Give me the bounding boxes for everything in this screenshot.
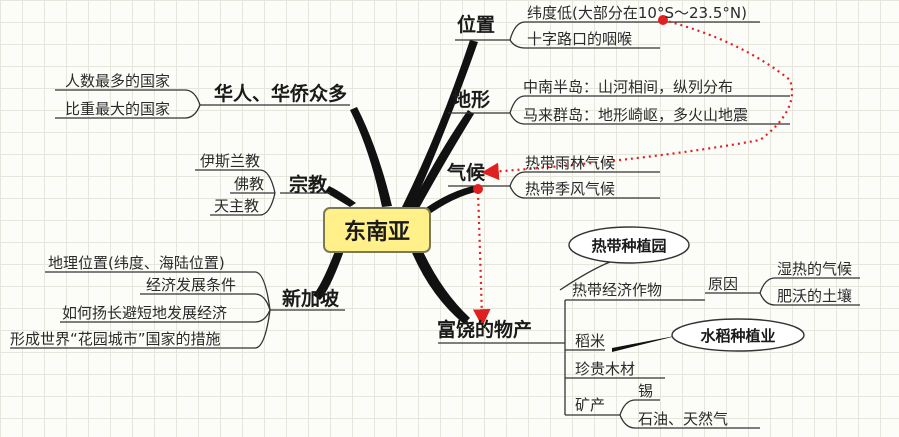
branch-location <box>402 40 478 208</box>
singapore-item-1: 地理位置(纬度、海陆位置) <box>48 254 225 272</box>
branch-title-terrain: 地形 <box>452 89 491 111</box>
terrain-item-2: 马来群岛：地形崎岖，多火山地震 <box>523 106 749 124</box>
climate-arrow <box>481 18 794 181</box>
branch-singapore <box>313 246 345 300</box>
products-arrow <box>472 191 491 327</box>
reason-item-2: 肥沃的土壤 <box>777 287 853 305</box>
singapore-item-3: 如何扬长避短地发展经济 <box>62 304 228 322</box>
minerals-label: 矿产 <box>575 396 606 414</box>
branch-climate <box>420 185 480 218</box>
cash-crops-label: 热带经济作物 <box>572 281 663 299</box>
rice-label: 稻米 <box>575 332 606 350</box>
religion-item-1: 伊斯兰教 <box>200 152 261 170</box>
branch-title-location: 位置 <box>457 14 496 36</box>
branch-title-climate: 气候 <box>447 162 486 184</box>
branch-terrain <box>410 110 474 210</box>
religion-item-3: 天主教 <box>214 197 260 215</box>
branch-chinese <box>350 107 392 207</box>
climate-item-2: 热带季风气候 <box>525 180 616 198</box>
singapore-item-4: 形成世界“花园城市”国家的措施 <box>10 330 221 348</box>
climate-item-1: 热带雨林气候 <box>525 154 616 172</box>
reason-item-1: 湿热的气候 <box>777 260 853 278</box>
singapore-item-2: 经济发展条件 <box>146 276 237 294</box>
branch-religion <box>325 186 356 207</box>
chinese-item-2: 比重最大的国家 <box>65 100 171 118</box>
center-node: 东南亚 <box>323 207 431 253</box>
mineral-item-2: 石油、天然气 <box>638 410 729 428</box>
mineral-item-1: 锡 <box>638 382 654 400</box>
chinese-item-1: 人数最多的国家 <box>65 72 171 90</box>
branch-title-religion: 宗教 <box>289 174 328 196</box>
terrain-item-1: 中南半岛：山河相间，纵列分布 <box>523 78 734 96</box>
branch-products <box>410 245 470 324</box>
branch-title-chinese: 华人、华侨众多 <box>214 83 348 105</box>
location-item-2: 十字路口的咽喉 <box>527 30 633 48</box>
reason-label: 原因 <box>708 275 739 293</box>
rice-bubble: 水稻种植业 <box>700 326 776 345</box>
religion-item-2: 佛教 <box>234 175 265 193</box>
branch-title-products: 富饶的物产 <box>437 319 533 341</box>
timber-label: 珍贵木材 <box>575 360 636 378</box>
plantation-bubble: 热带种植园 <box>591 236 667 255</box>
branch-title-singapore: 新加坡 <box>282 288 340 310</box>
location-item-1: 纬度低(大部分在10°S～23.5°N) <box>527 4 747 22</box>
